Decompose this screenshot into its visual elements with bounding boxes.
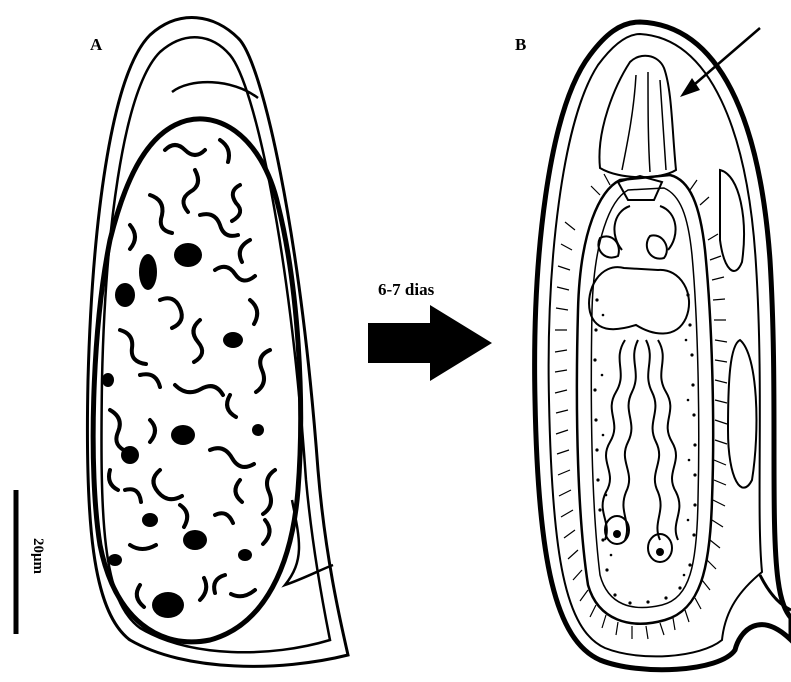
lateral-gland-right xyxy=(647,235,667,258)
panel-a: A xyxy=(87,18,348,667)
vacuole-lower xyxy=(728,340,756,488)
germinal-cells xyxy=(102,243,264,618)
embryo-mass-outline xyxy=(93,119,301,642)
transition: 6-7 dias xyxy=(368,280,492,381)
egg-a-outer-shell xyxy=(87,18,348,667)
transition-arrow xyxy=(368,305,492,381)
egg-b-inner-shell xyxy=(549,34,762,656)
neural-mass xyxy=(589,267,689,333)
protonephridium-left xyxy=(603,340,625,540)
protonephridium-left-inner xyxy=(623,340,638,540)
panel-b-label: B xyxy=(515,35,526,54)
germinal-stipple xyxy=(593,293,696,604)
protonephridium-right-inner xyxy=(646,340,661,540)
scale-bar-label: 20μm xyxy=(30,538,46,575)
panel-a-label: A xyxy=(90,35,103,54)
flame-cells xyxy=(605,516,672,562)
cilia xyxy=(555,174,727,639)
vacuole-upper xyxy=(720,170,744,271)
panel-b: B xyxy=(515,22,791,670)
miracidium-inner-line xyxy=(591,188,698,607)
scale-bar: 20μm xyxy=(16,490,46,634)
apical-gland-lines xyxy=(622,72,666,172)
transition-label: 6-7 dias xyxy=(378,280,435,299)
protonephridium-right xyxy=(658,340,679,540)
